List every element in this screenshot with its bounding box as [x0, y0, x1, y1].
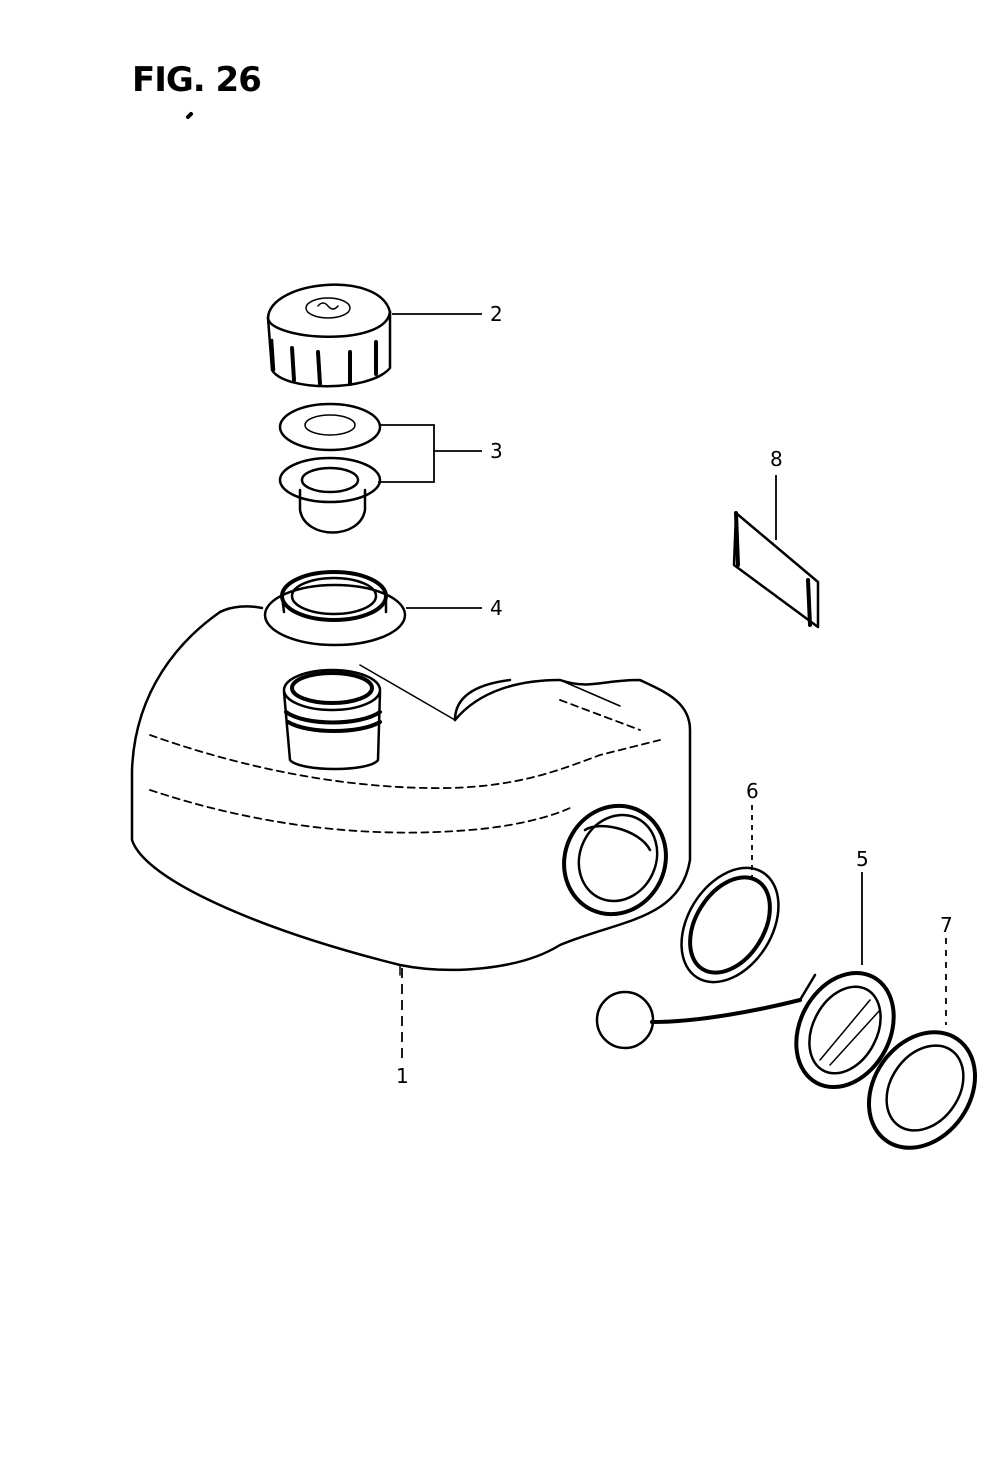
leader-line-3	[378, 424, 482, 483]
callout-2: 2	[490, 302, 503, 326]
part-5-cap-with-tether	[595, 970, 896, 1090]
scan-speck	[186, 112, 193, 119]
callout-3: 3	[490, 439, 503, 463]
part-6-gasket-ring	[680, 866, 780, 984]
part-3-gasket-set	[278, 402, 382, 534]
part-1-tank-body	[130, 605, 692, 976]
part-2-filler-cap	[266, 283, 392, 388]
callout-5: 5	[856, 847, 869, 871]
part-7-ring	[866, 1030, 978, 1150]
part-4-neck-seal	[263, 570, 407, 647]
callout-8: 8	[770, 447, 783, 471]
figure-title: FIG. 26	[132, 60, 262, 100]
callout-6: 6	[746, 779, 759, 803]
callout-7: 7	[940, 913, 953, 937]
callout-1: 1	[396, 1064, 409, 1088]
callout-4: 4	[490, 596, 503, 620]
part-8-pad	[732, 511, 820, 629]
